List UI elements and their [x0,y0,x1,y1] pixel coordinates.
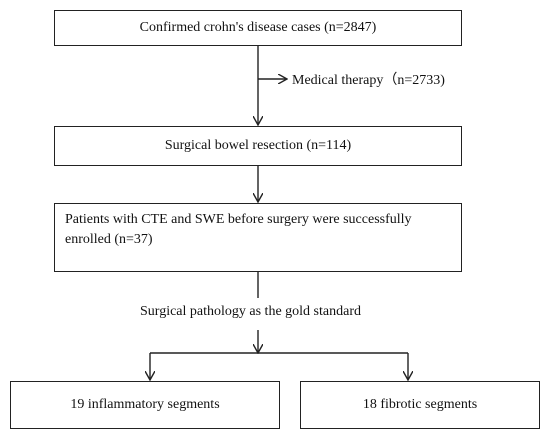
box-fibrotic-segments: 18 fibrotic segments [300,381,540,429]
box-enrolled-patients-text: Patients with CTE and SWE before surgery… [65,212,412,247]
box-inflammatory-segments-text: 19 inflammatory segments [70,397,220,412]
box-confirmed-cases: Confirmed crohn's disease cases (n=2847) [54,10,462,46]
box-surgical-resection-text: Surgical bowel resection (n=114) [164,138,352,153]
box-surgical-resection: Surgical bowel resection (n=114) [54,126,462,166]
box-inflammatory-segments: 19 inflammatory segments [10,381,280,429]
box-confirmed-cases-text: Confirmed crohn's disease cases (n=2847) [139,20,377,35]
medical-therapy-label: Medical therapy（n=2733) [292,73,445,88]
box-fibrotic-segments-text: 18 fibrotic segments [362,397,478,412]
split-criterion-label: Surgical pathology as the gold standard [140,304,361,319]
box-enrolled-patients: Patients with CTE and SWE before surgery… [54,203,462,272]
